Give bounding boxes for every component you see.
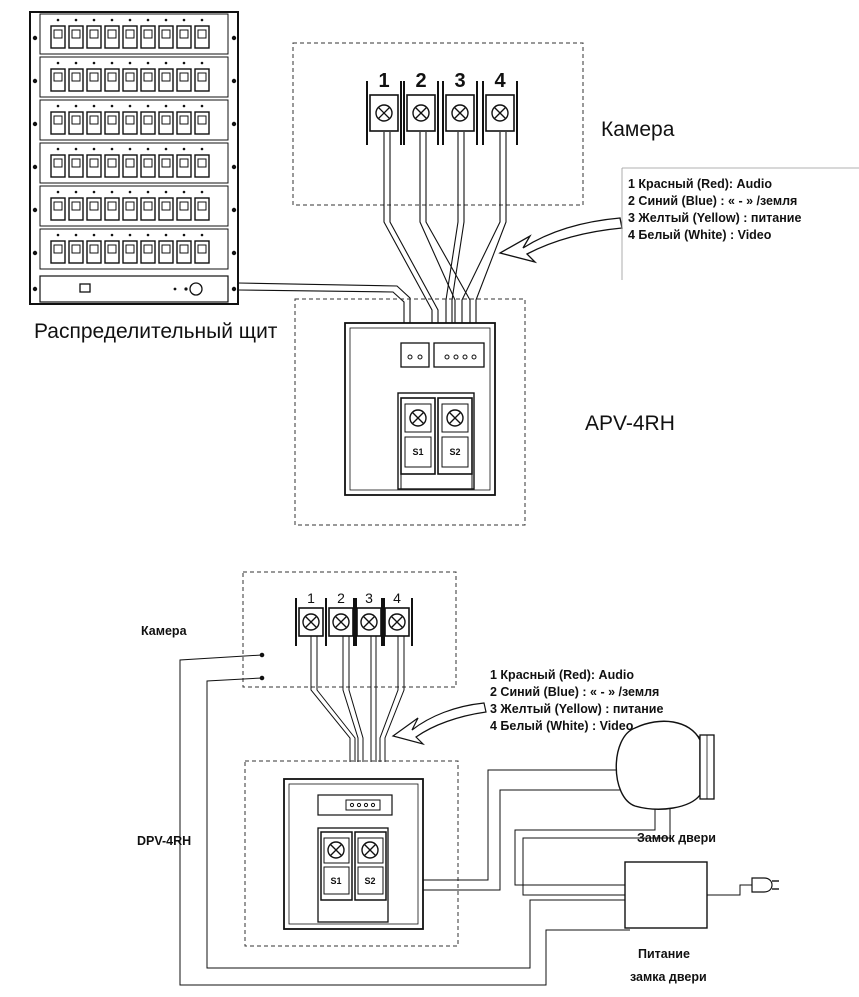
wire-legend-bottom: 1 Красный (Red): Audio 2 Синий (Blue) : …: [490, 667, 663, 735]
legend-arrow-bottom: [391, 702, 487, 746]
power-supply-icon: [624, 861, 779, 929]
legend-frame-top: [621, 167, 859, 280]
terminal-screw-icon: [302, 613, 320, 631]
legend-item: 2 Синий (Blue) : « - » /земля: [628, 194, 798, 208]
legend-item: 1 Красный (Red): Audio: [628, 177, 772, 191]
terminal-screw-icon: [412, 104, 430, 122]
terminal-screw-icon: [360, 613, 378, 631]
terminal-2: 2: [325, 590, 357, 646]
camera-terminal-block-top: 1 2 3 4: [366, 70, 518, 145]
camera-label-top: Камера: [601, 118, 675, 141]
camera-terminal-block-bottom: 1 2 3 4: [295, 590, 413, 646]
board-row: [32, 13, 237, 55]
switch-label-bottom: S2: [364, 876, 375, 886]
wire-legend-top: 1 Красный (Red): Audio 2 Синий (Blue) : …: [628, 176, 801, 244]
terminal-number: 2: [337, 590, 345, 606]
board-terminal-rows: [32, 13, 237, 292]
switch-label-top: S2: [449, 447, 460, 457]
distribution-board: [29, 11, 239, 305]
legend-item: 2 Синий (Blue) : « - » /земля: [490, 685, 660, 699]
terminal-screw-icon: [332, 613, 350, 631]
camera-box-top: 1 2 3 4: [292, 42, 584, 206]
switch-screw-icon: [409, 409, 427, 427]
terminal-number: 2: [415, 70, 426, 92]
board-socket-icon: [79, 283, 91, 293]
terminal-number: 1: [378, 70, 389, 92]
power-label-line2: замка двери: [630, 970, 707, 984]
distribution-board-label: Распределительный щит: [34, 320, 278, 343]
terminal-3: 3: [353, 590, 385, 646]
terminal-number: 1: [307, 590, 315, 606]
legend-item: 3 Желтый (Yellow) : питание: [490, 702, 664, 716]
terminal-screw-icon: [491, 104, 509, 122]
board-row: [32, 56, 237, 98]
legend-item: 3 Желтый (Yellow) : питание: [628, 211, 802, 225]
terminal-screw-icon: [375, 104, 393, 122]
legend-item: 4 Белый (White) : Video: [490, 719, 634, 733]
apv-panel: [294, 298, 526, 526]
dpv-panel: [244, 760, 459, 947]
board-row: [32, 99, 237, 141]
terminal-4: 4: [482, 70, 518, 145]
switch-label-top: S1: [412, 447, 423, 457]
terminal-number: 4: [494, 70, 506, 92]
camera-box-bottom: 1 2 3 4: [242, 571, 457, 688]
terminal-number: 4: [393, 590, 401, 606]
apv-connector-4pin: [433, 342, 485, 368]
board-row: [32, 228, 237, 270]
switch-screw-icon: [446, 409, 464, 427]
switch-label-bottom: S1: [330, 876, 341, 886]
apv-panel-label: APV-4RH: [585, 412, 675, 435]
terminal-number: 3: [454, 70, 465, 92]
door-lock-icon: [615, 720, 715, 810]
board-row: [32, 142, 237, 184]
terminal-4: 4: [381, 590, 413, 646]
terminal-screw-icon: [451, 104, 469, 122]
terminal-number: 3: [365, 590, 373, 606]
legend-arrow-top: [498, 217, 623, 264]
terminal-2: 2: [403, 70, 439, 145]
camera-wires-top: [383, 132, 507, 352]
power-label-line1: Питание: [638, 947, 690, 961]
apv-connector-2pin: [400, 342, 430, 368]
dpv-panel-label: DPV-4RH: [137, 834, 192, 848]
terminal-1: 1: [366, 70, 402, 145]
terminal-3: 3: [442, 70, 478, 145]
board-knob-icon: [189, 282, 203, 296]
door-lock-label: Замок двери: [637, 831, 716, 845]
panel-leads: [423, 769, 671, 896]
legend-item: 4 Белый (White) : Video: [628, 228, 772, 242]
legend-item: 1 Красный (Red): Audio: [490, 668, 634, 682]
camera-wires-bottom: [310, 636, 405, 762]
camera-leads: [179, 652, 630, 986]
camera-label-bottom: Камера: [141, 624, 187, 638]
board-row: [32, 185, 237, 227]
terminal-screw-icon: [388, 613, 406, 631]
